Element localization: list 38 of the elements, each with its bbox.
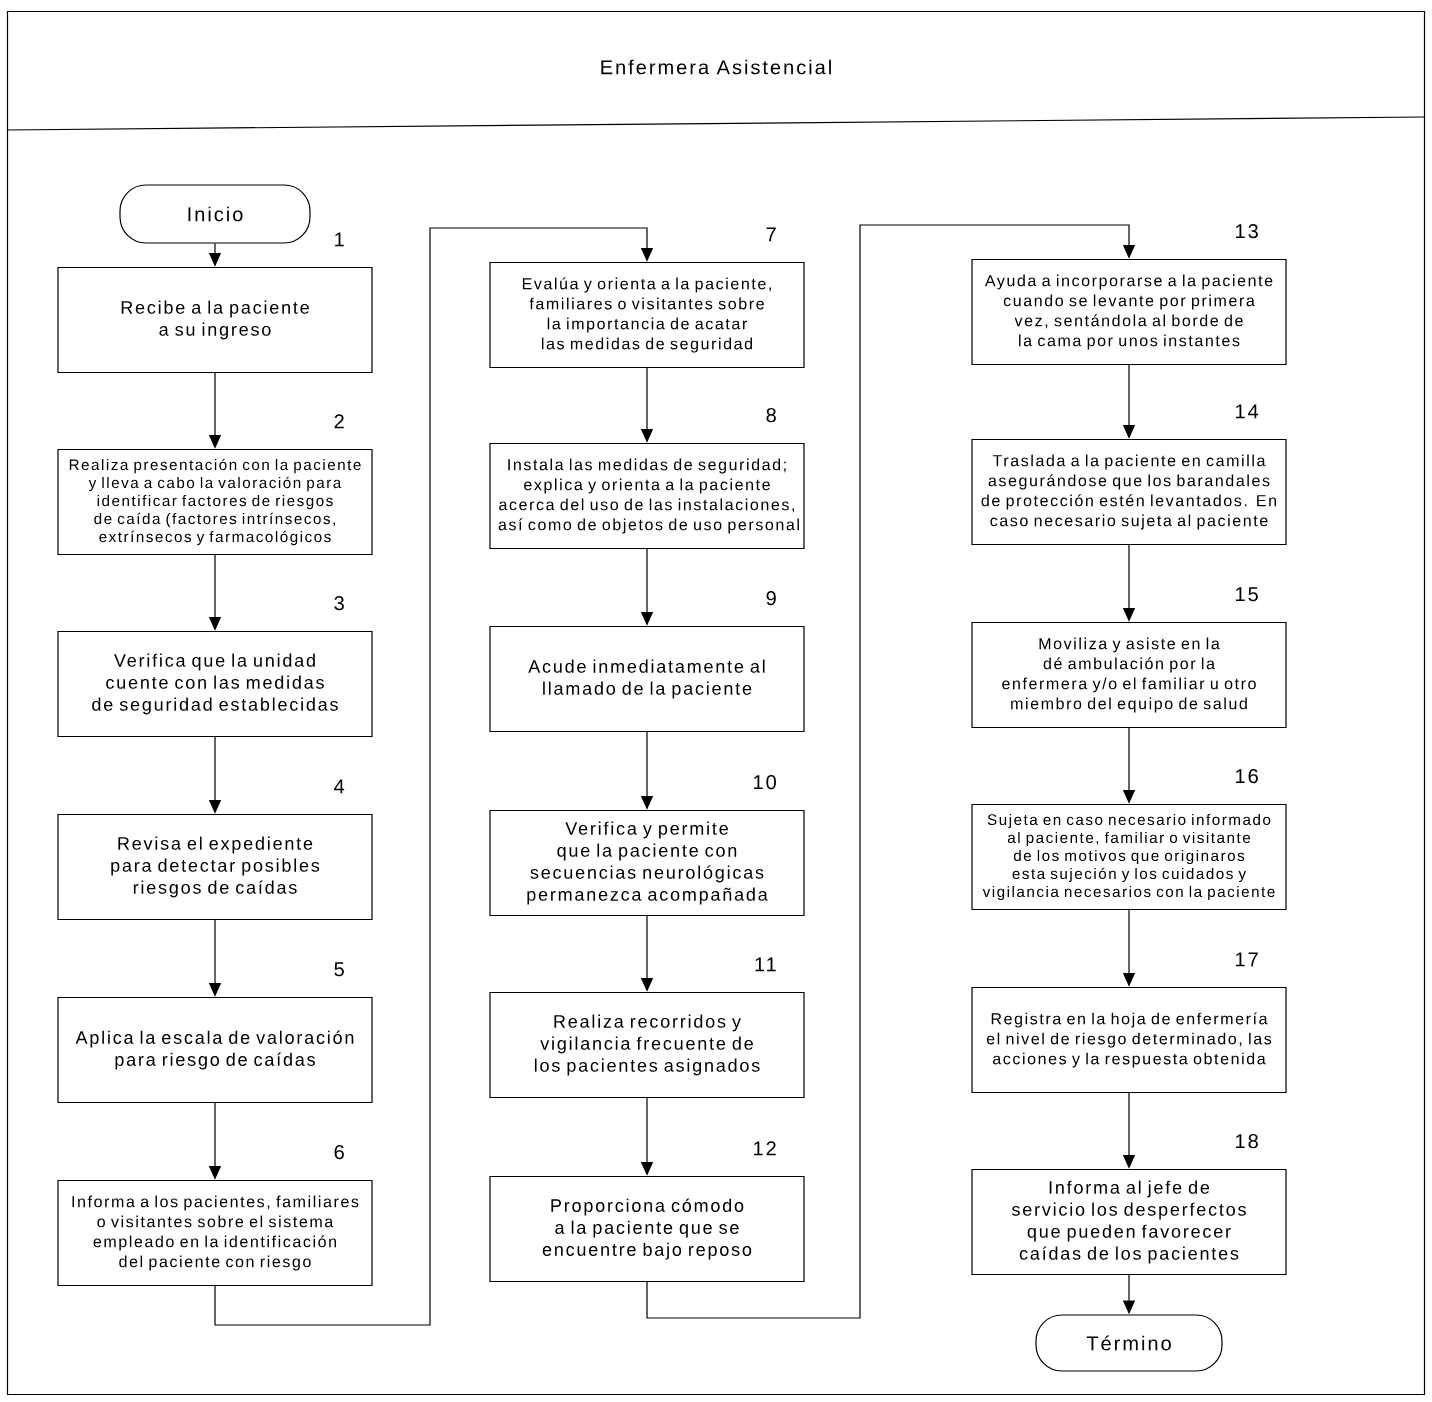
process-box: Sujeta en caso necesario informado al paciente, familiar o visitante de los motivos que originaros esta sujeción y los cuidados y vigilancia necesarios con la paciente — [971, 803, 1287, 911]
step-number: 17 — [1236, 952, 1258, 967]
step-number: 16 — [1236, 769, 1258, 784]
process-box: Realiza recorridos y vigilancia frecuente de los pacientes asignados — [489, 991, 805, 1099]
process-box: Revisa el expediente para detectar posibles riesgos de caídas — [57, 813, 373, 921]
step-number: 7 — [766, 227, 776, 242]
step-number: 11 — [755, 957, 776, 972]
process-box: Moviliza y asiste en la dé ambulación por la enfermera y/o el familiar u otro miembro del equipo de salud — [971, 621, 1287, 729]
process-box: Ayuda a incorporarse a la paciente cuando se levante por primera vez, sentándola al borde de la cama por unos instantes — [971, 258, 1287, 366]
step-number: 14 — [1236, 404, 1259, 419]
step-number: 12 — [754, 1141, 776, 1156]
step-number: 3 — [334, 596, 344, 611]
process-box: Proporciona cómodo a la paciente que se encuentre bajo reposo — [489, 1175, 805, 1283]
step-number: 6 — [334, 1145, 344, 1160]
process-box: Evalúa y orienta a la paciente, familiares o visitantes sobre la importancia de acatar las medidas de seguridad — [489, 261, 805, 369]
step-number: 1 — [335, 232, 344, 247]
step-number: 13 — [1236, 224, 1258, 239]
arrow — [214, 227, 654, 1326]
step-number: 18 — [1236, 1134, 1258, 1149]
process-box: Traslada a la paciente en camilla asegurándose que los barandales de protección estén levantados. En caso necesario sujeta al paciente — [971, 438, 1287, 546]
process-box: Informa al jefe de servicio los desperfectos que pueden favorecer caídas de los pacientes — [971, 1168, 1287, 1276]
step-number: 5 — [334, 962, 344, 977]
process-box: Aplica la escala de valoración para riesgo de caídas — [57, 996, 373, 1104]
step-number: 9 — [766, 591, 776, 606]
step-number: 15 — [1236, 587, 1258, 602]
process-box: Realiza presentación con la paciente y lleva a cabo la valoración para identificar factores de riesgos de caída (factores intrínsecos, extrínsecos y farmacológicos — [57, 448, 373, 556]
step-number: 10 — [754, 775, 776, 790]
process-box: Informa a los pacientes, familiares o visitantes sobre el sistema empleado en la identificación del paciente con riesgo — [57, 1179, 373, 1287]
process-box: Verifica que la unidad cuente con las medidas de seguridad establecidas — [57, 630, 373, 738]
process-box: Instala las medidas de seguridad; explica y orienta a la paciente acerca del uso de las instalaciones, así como de objetos de uso personal — [489, 442, 805, 550]
arrow — [646, 224, 1136, 1319]
process-box: Recibe a la paciente a su ingreso — [57, 266, 373, 374]
process-box: Registra en la hoja de enfermería el nivel de riesgo determinado, las acciones y la respuesta obtenida — [971, 986, 1287, 1094]
step-number: 4 — [334, 779, 345, 794]
step-number: 2 — [334, 414, 344, 429]
process-box: Acude inmediatamente al llamado de la paciente — [489, 625, 805, 733]
step-number: 8 — [766, 408, 776, 423]
process-box: Verifica y permite que la paciente con secuencias neurológicas permanezca acompañada — [489, 809, 805, 917]
